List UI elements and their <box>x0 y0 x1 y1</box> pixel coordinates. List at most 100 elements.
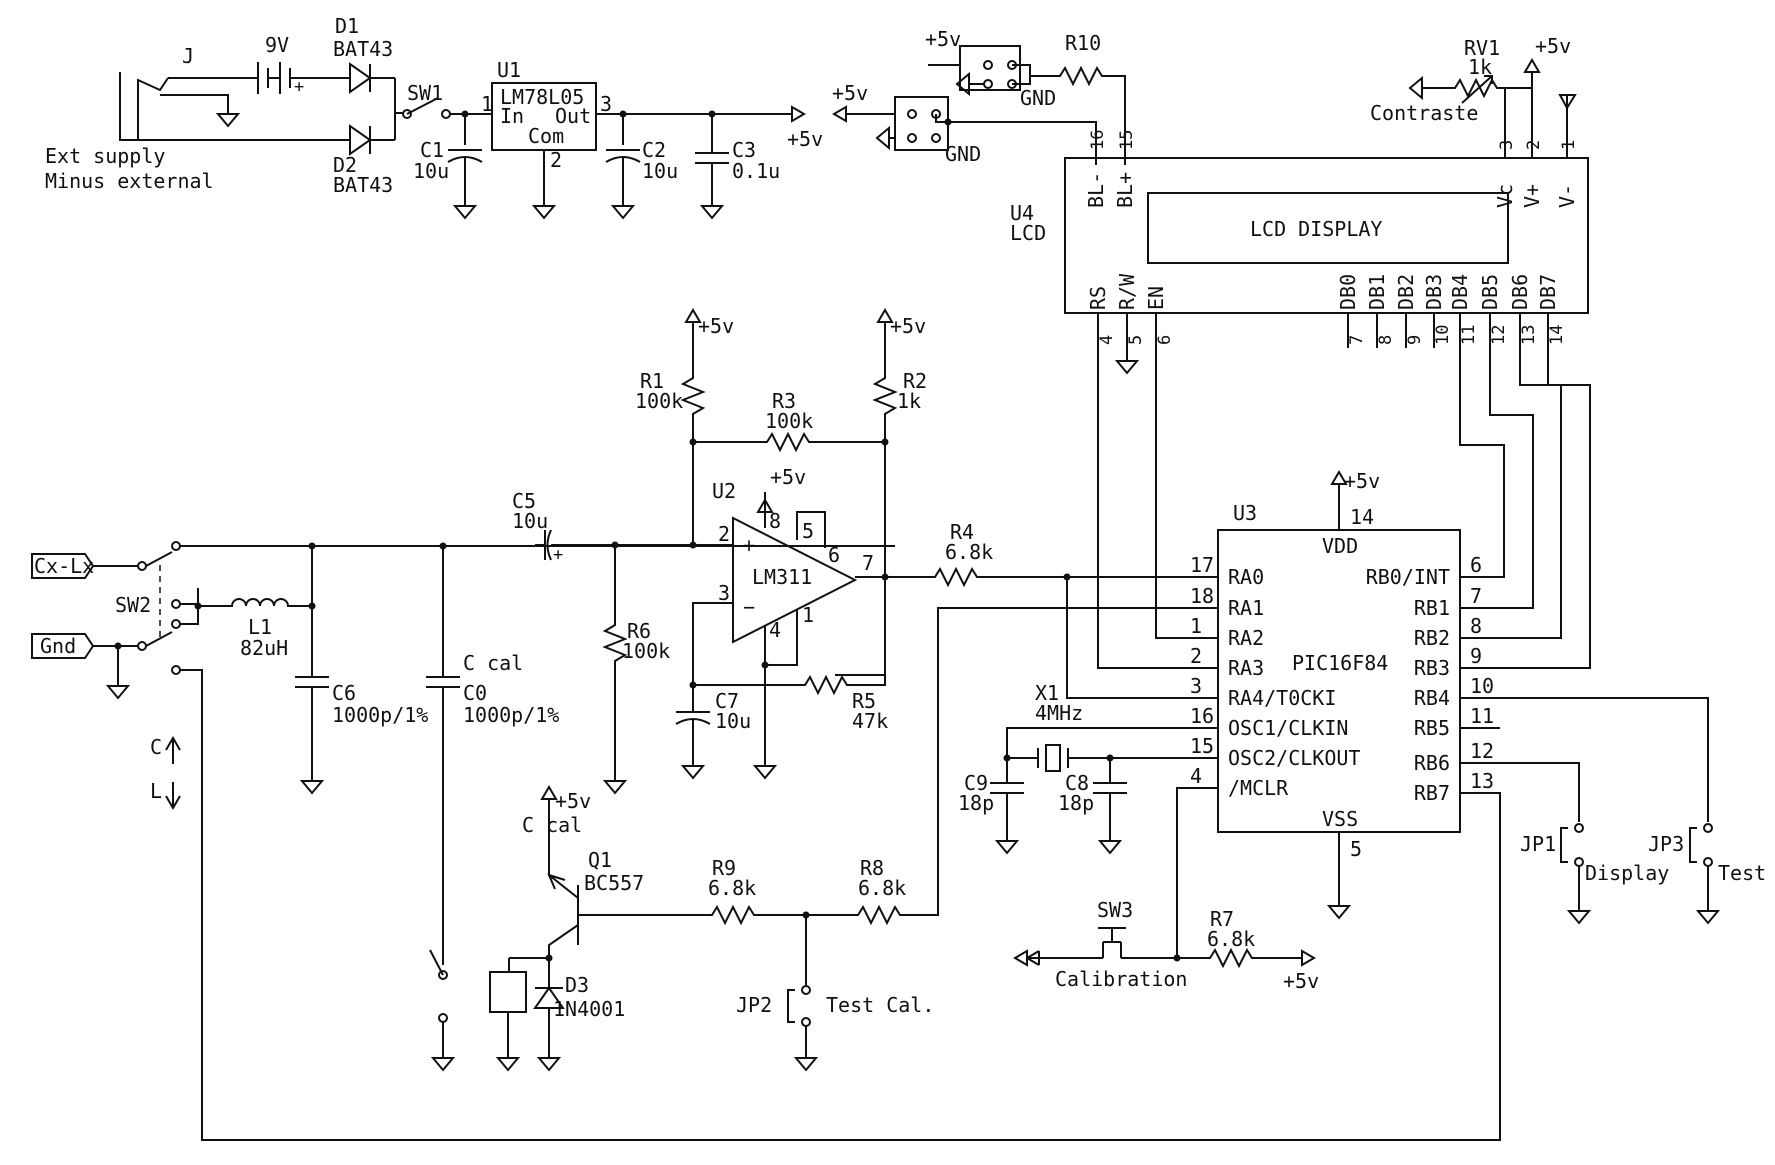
jp2-ref: JP2 <box>736 993 772 1017</box>
mcu-pin-label-right: RB6 <box>1414 751 1450 775</box>
mcu-pin-label-right: RB4 <box>1414 686 1450 710</box>
mcu-pin-number-right: 7 <box>1470 584 1482 608</box>
r8-ref: R8 <box>860 856 884 880</box>
lcd-pin-number-bottom: 11 <box>1459 325 1479 345</box>
r9-ref: R9 <box>712 856 736 880</box>
switch-sw2[interactable] <box>137 541 895 675</box>
l1-value: 82uH <box>240 636 288 660</box>
x1-ref: X1 <box>1035 681 1059 705</box>
u1-pin3: 3 <box>600 92 612 116</box>
sw1-label: SW1 <box>407 81 443 105</box>
r3-value: 100k <box>765 409 813 433</box>
mcu-pin-label-right: RB2 <box>1414 626 1450 650</box>
lcd-pin-label-bottom: DB2 <box>1394 274 1418 310</box>
c6-ref: C6 <box>332 681 356 705</box>
mcu-pin-label-left: RA4/T0CKI <box>1228 686 1336 710</box>
c9-ref: C9 <box>964 771 988 795</box>
lcd-pin-label-top: BL+ <box>1113 172 1137 208</box>
comparator-u2 <box>732 516 858 644</box>
mcu-pin-number-right: 10 <box>1470 674 1494 698</box>
mcu-pin-label-left: RA3 <box>1228 656 1264 680</box>
lcd-pin-label-top: BL- <box>1084 172 1108 208</box>
u2-part: LM311 <box>752 565 812 589</box>
lcd-pin-number-bottom: 9 <box>1405 335 1425 345</box>
lcd-pin-label-bottom: DB5 <box>1478 274 1502 310</box>
ext-supply-label: Ext supply <box>45 144 165 168</box>
mcu-pin-label-left: OSC1/CLKIN <box>1228 716 1348 740</box>
u3-vdd: VDD <box>1322 534 1358 558</box>
cxlx-terminal[interactable] <box>31 553 95 579</box>
jack-label: J <box>182 44 194 68</box>
r4-value: 6.8k <box>945 540 993 564</box>
l1-ref: L1 <box>248 615 272 639</box>
jp3-label: Test <box>1718 861 1766 885</box>
q1-plus5: +5v <box>555 789 591 813</box>
r2-value: 1k <box>897 389 921 413</box>
u1-ref: U1 <box>497 58 521 82</box>
supply-out-label: +5v <box>787 127 823 151</box>
lcd-ref: U4 <box>1010 201 1034 225</box>
r6-value: 100k <box>622 639 670 663</box>
gnd-terminal[interactable] <box>31 633 95 659</box>
controls-section: SW3 Calibration R7 6.8k +5v JP1 Display … <box>1013 787 1766 993</box>
r3-ref: R3 <box>772 389 796 413</box>
u3-pin-vss: 5 <box>1350 837 1362 861</box>
lcd-pin-number-top: 1 <box>1559 140 1579 150</box>
c1-ref: C1 <box>420 138 444 162</box>
c2-value: 10u <box>642 159 678 183</box>
lcd-pin-label-bottom: DB3 <box>1422 274 1446 310</box>
c3-value: 0.1u <box>732 159 780 183</box>
l-mode-label: L <box>150 779 162 803</box>
u2-pin-number: 8 <box>769 509 781 533</box>
u1-in-pin: In <box>500 104 524 128</box>
r1-plus5: +5v <box>698 314 734 338</box>
mcu-pin-number-right: 11 <box>1470 704 1494 728</box>
c0-value: 1000p/1% <box>463 703 559 727</box>
mcu-pin-number-right: 12 <box>1470 739 1494 763</box>
relay-coil <box>489 971 527 1013</box>
jp1-label: Display <box>1585 861 1669 885</box>
mcu-pin-label-left: RA0 <box>1228 565 1264 589</box>
u2-plus5: +5v <box>770 465 806 489</box>
jp1-ref: JP1 <box>1520 832 1556 856</box>
mcu-pin-number-left: 18 <box>1190 584 1214 608</box>
c0-ref: C0 <box>463 681 487 705</box>
d1-ref: D1 <box>335 14 359 38</box>
rv1-ref: RV1 <box>1464 36 1500 60</box>
sw3-label: SW3 <box>1097 898 1133 922</box>
r2-ref: R2 <box>903 369 927 393</box>
d3-part: 1N4001 <box>553 997 625 1021</box>
u2-pin-number: 6 <box>828 543 840 567</box>
battery-symbol <box>228 62 330 94</box>
battery-plus-label: + <box>294 77 304 97</box>
lcd-pin-number-bottom: 10 <box>1433 325 1453 345</box>
bl-plus5-left: +5v <box>832 81 868 105</box>
d3-ref: D3 <box>565 973 589 997</box>
c7-value: 10u <box>715 709 751 733</box>
microcontroller-u3: U3 VDD VSS PIC16F84 14 5 +5v RA017RA118R… <box>1066 313 1709 919</box>
u1-com-pin: Com <box>528 124 564 148</box>
lcd-pin-label-bottom: EN <box>1144 286 1168 310</box>
contrast-label: Contraste <box>1370 101 1478 125</box>
mcu-pin-label-left: RA1 <box>1228 596 1264 620</box>
q1-ref: Q1 <box>588 848 612 872</box>
r5-ref: R5 <box>852 689 876 713</box>
c7-ref: C7 <box>715 689 739 713</box>
diode-d2 <box>330 124 395 156</box>
u3-part: PIC16F84 <box>1292 651 1388 675</box>
u1-out-pin: Out <box>555 104 591 128</box>
lcd-pin-label-bottom: R/W <box>1115 273 1139 310</box>
lcd-pin-number-bottom: 5 <box>1126 335 1146 345</box>
mcu-pin-number-left: 16 <box>1190 704 1214 728</box>
c-mode-label: C <box>150 735 162 759</box>
lcd-pin-number-top: 16 <box>1088 130 1108 150</box>
resistor-r10 <box>1030 65 1126 165</box>
bl-gnd-a: GND <box>1020 86 1056 110</box>
mcu-pin-label-left: /MCLR <box>1228 776 1289 800</box>
lcd-title: LCD DISPLAY <box>1250 217 1382 241</box>
u2-pin-minus: − <box>743 595 755 619</box>
c5-ref: C5 <box>512 489 536 513</box>
u1-pin2: 2 <box>550 148 562 172</box>
lcd-pin-label-top: V+ <box>1520 184 1544 208</box>
